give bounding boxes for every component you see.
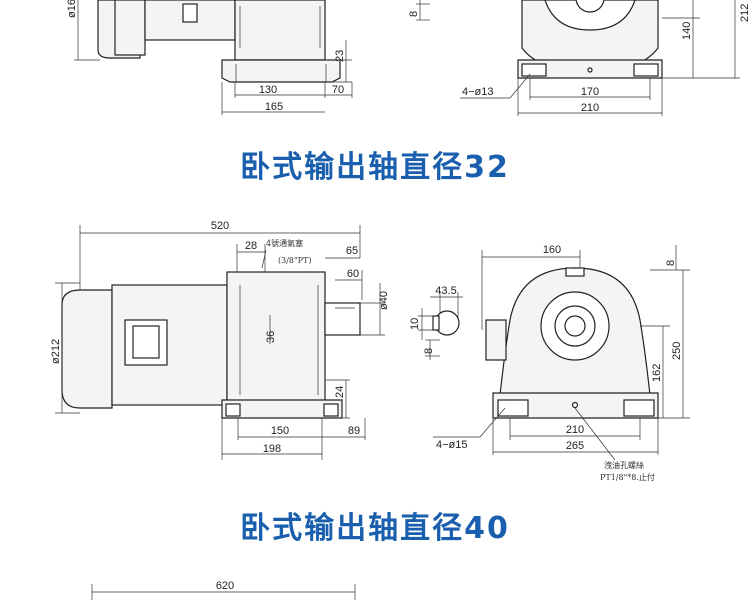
s2-dim-89: 89: [348, 425, 360, 437]
s1-dim-170: 170: [581, 86, 599, 98]
s2-dim-60: 60: [347, 268, 359, 280]
s1-holes-label: 4−ø13: [462, 86, 494, 98]
section3-side-view: 620: [91, 580, 356, 600]
section1-front-view: 8 140 212 170 210 4−ø13: [408, 0, 750, 116]
s1-dim-70: 70: [332, 84, 344, 96]
s1-dim-210: 210: [581, 102, 599, 114]
s2-note-breather: 4號通氣塞: [266, 238, 303, 248]
s2-dim-150: 150: [271, 425, 289, 437]
s2-dim-24: 24: [334, 386, 346, 398]
s2-holes-label: 4−ø15: [436, 439, 468, 451]
s1-dim-23: 23: [334, 50, 346, 62]
s2-front-8: 8: [665, 260, 677, 266]
section2-front-view: 160 8 162 250 210 265 4−ø1: [433, 244, 690, 482]
s2-key-435: 43.5: [435, 285, 456, 297]
s2-drain-note1: 洩油孔螺絲: [604, 460, 644, 470]
section2-side-view: 520 28 4號通氣塞 (3/8"PT) 65 60 ø40 ø212: [50, 220, 390, 460]
section1-side-view: ø16 23 130 70 165: [66, 0, 353, 115]
s1-dim-212: 212: [739, 4, 750, 22]
s1-dim-165: 165: [265, 101, 283, 113]
s2-front-265: 265: [566, 440, 584, 452]
s2-dim-36: 36: [265, 331, 277, 343]
s1-dim-130: 130: [259, 84, 277, 96]
section2-title: 卧式输出轴直径40: [240, 511, 510, 546]
s3-overall: 620: [216, 580, 234, 592]
s1-dim-140: 140: [681, 22, 693, 40]
s2-dia212: ø212: [50, 339, 62, 364]
s2-dim-198: 198: [263, 443, 281, 455]
s2-drain-note2: PT1/8"*8.止付: [600, 472, 655, 482]
s2-front-250: 250: [671, 342, 683, 360]
s2-key-8: 8: [423, 348, 435, 354]
s2-front-160: 160: [543, 244, 561, 256]
s2-front-162: 162: [651, 364, 663, 382]
s2-overall: 520: [211, 220, 229, 232]
s2-key-10: 10: [409, 318, 421, 330]
s2-front-210: 210: [566, 424, 584, 436]
s2-dim-28: 28: [245, 240, 257, 252]
s1-key-8: 8: [408, 11, 420, 17]
section2-key-detail: 43.5 10 8: [409, 285, 463, 360]
s2-dia40: ø40: [378, 291, 390, 310]
s1-dia-label: ø16: [66, 0, 78, 18]
s2-dim-65: 65: [346, 245, 358, 257]
s2-note-breather-pt: (3/8"PT): [278, 256, 312, 265]
section1-title: 卧式输出轴直径32: [240, 150, 510, 185]
